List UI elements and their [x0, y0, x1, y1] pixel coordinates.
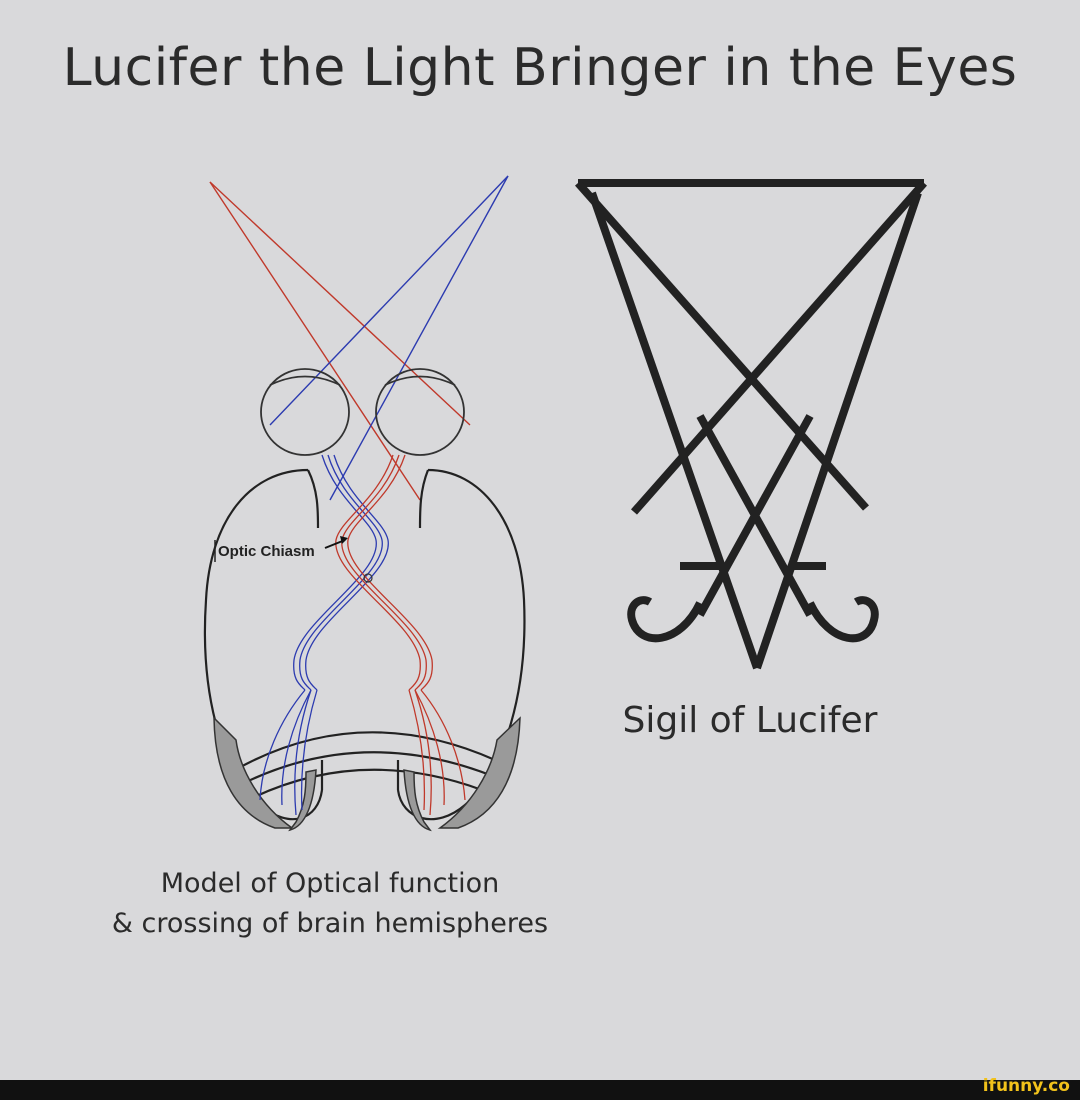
brain-diagram: Optic Chiasm [205, 176, 524, 830]
brain-caption: Model of Optical function & crossing of … [60, 864, 600, 944]
right-lobe-notch [420, 470, 428, 528]
optic-nerves [260, 455, 465, 815]
red-ray-a [210, 182, 420, 500]
blue-ray-a [270, 176, 508, 425]
brain-caption-line1: Model of Optical function [60, 864, 600, 904]
occipital-cortex [214, 718, 520, 830]
blue-nerve-bundle [260, 455, 388, 815]
sigil-v-right [757, 193, 918, 668]
left-lobe-notch [308, 470, 318, 528]
sigil-v-left [592, 193, 757, 668]
footer-bar [0, 1080, 1080, 1100]
light-rays [210, 176, 508, 500]
left-cortex [214, 718, 292, 828]
left-eye [261, 369, 349, 455]
sigil-right-scroll [810, 600, 875, 638]
red-ray-b [210, 182, 470, 425]
sigil-caption: Sigil of Lucifer [590, 700, 910, 741]
optic-chiasm-label: Optic Chiasm [218, 543, 315, 560]
sigil-left-scroll [631, 600, 700, 638]
sigil-right-diagonal [634, 183, 924, 512]
brain-outline [205, 470, 524, 819]
ifunny-watermark[interactable]: ifunny.co [983, 1076, 1070, 1096]
sigil-of-lucifer [578, 183, 924, 668]
right-inner-cortex [404, 770, 430, 830]
left-eye-lens [270, 377, 340, 386]
brain-caption-line2: & crossing of brain hemispheres [60, 904, 600, 944]
right-eye [376, 369, 464, 455]
right-cortex [440, 718, 520, 828]
blue-ray-b [330, 176, 508, 500]
